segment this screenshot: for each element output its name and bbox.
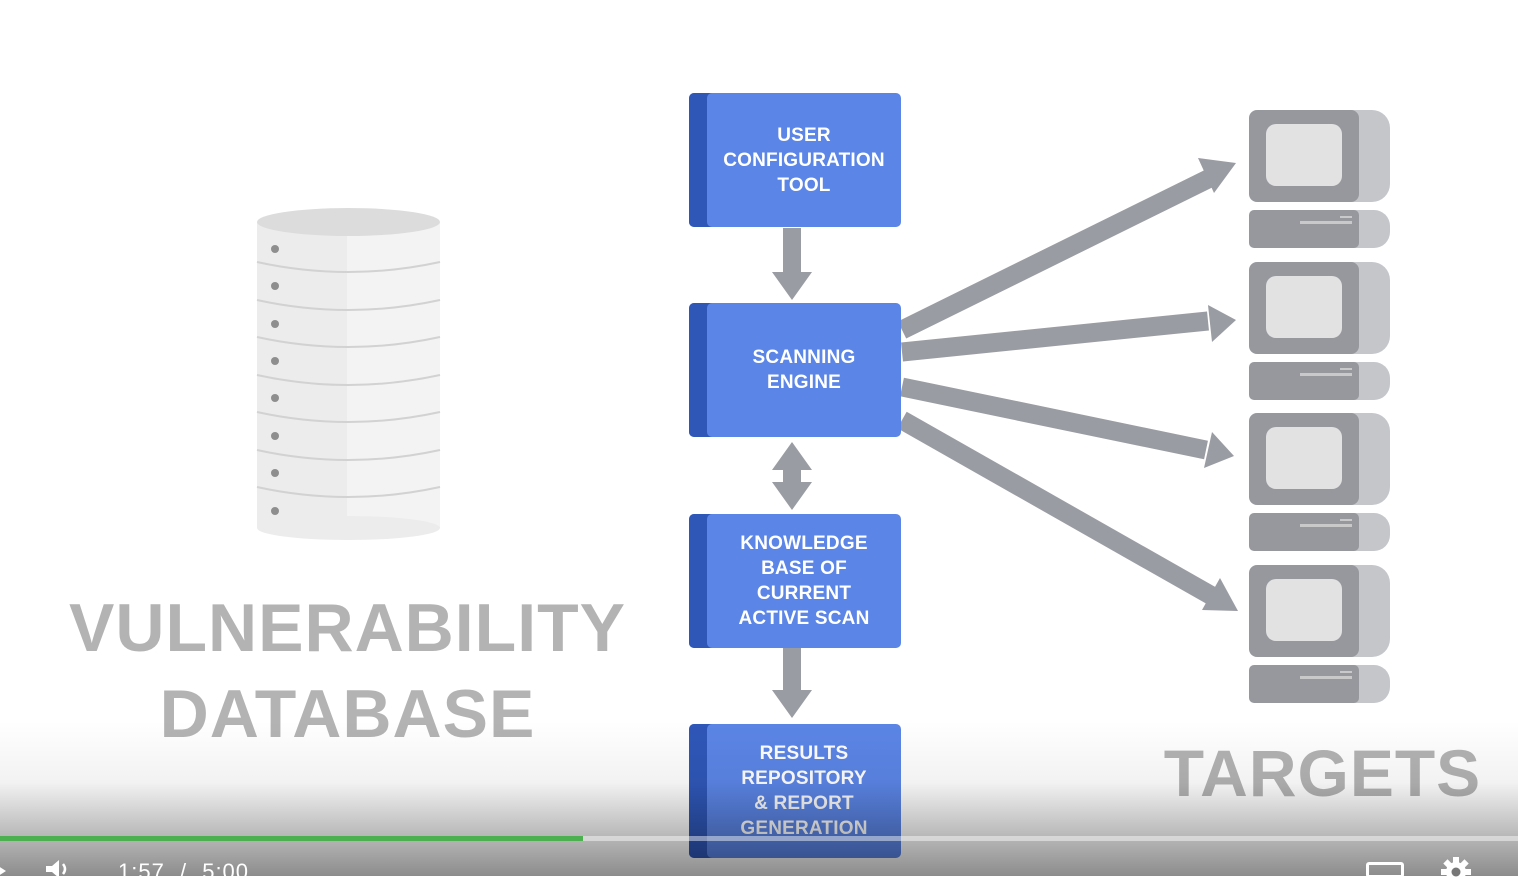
- computer-icon: [1249, 262, 1390, 400]
- node-label: KNOWLEDGE BASE OF CURRENT ACTIVE SCAN: [738, 533, 870, 629]
- node-scanning-engine: SCANNING ENGINE: [689, 303, 901, 437]
- time-separator: /: [179, 859, 188, 884]
- player-controls: 1:57 / 5:00: [0, 852, 1518, 887]
- arrow-config-to-engine: [772, 228, 812, 300]
- progress-bar[interactable]: [0, 836, 1518, 841]
- arrow-engine-knowledge-bidirectional: [772, 442, 812, 510]
- node-label: RESULTS REPOSITORY & REPORT GENERATION: [740, 743, 868, 839]
- arrow-engine-to-target-4: [897, 411, 1238, 611]
- computer-icon: [1249, 413, 1390, 551]
- targets-label: TARGETS: [1163, 736, 1482, 810]
- arrow-engine-to-target-1: [897, 158, 1236, 339]
- node-knowledge-base: KNOWLEDGE BASE OF CURRENT ACTIVE SCAN: [689, 514, 901, 648]
- node-results-repository: RESULTS REPOSITORY & REPORT GENERATION: [689, 724, 901, 858]
- volume-icon[interactable]: [46, 860, 72, 878]
- settings-icon[interactable]: [1440, 856, 1472, 888]
- arrow-engine-to-target-3: [900, 377, 1234, 468]
- arrow-engine-to-target-2: [901, 305, 1236, 362]
- database-icon: [256, 208, 441, 540]
- current-time: 1:57: [118, 859, 165, 884]
- computer-icon: [1249, 565, 1390, 703]
- node-label: SCANNING ENGINE: [752, 347, 856, 393]
- play-icon[interactable]: [0, 862, 6, 880]
- database-label: VULNERABILITY DATABASE: [69, 590, 626, 752]
- arrow-knowledge-to-results: [772, 648, 812, 718]
- node-user-configuration-tool: USER CONFIGURATION TOOL: [689, 93, 901, 227]
- node-label: USER CONFIGURATION TOOL: [723, 124, 885, 196]
- progress-played: [0, 836, 583, 841]
- computer-icon: [1249, 110, 1390, 248]
- time-display: 1:57 / 5:00: [118, 859, 249, 885]
- duration: 5:00: [202, 859, 250, 884]
